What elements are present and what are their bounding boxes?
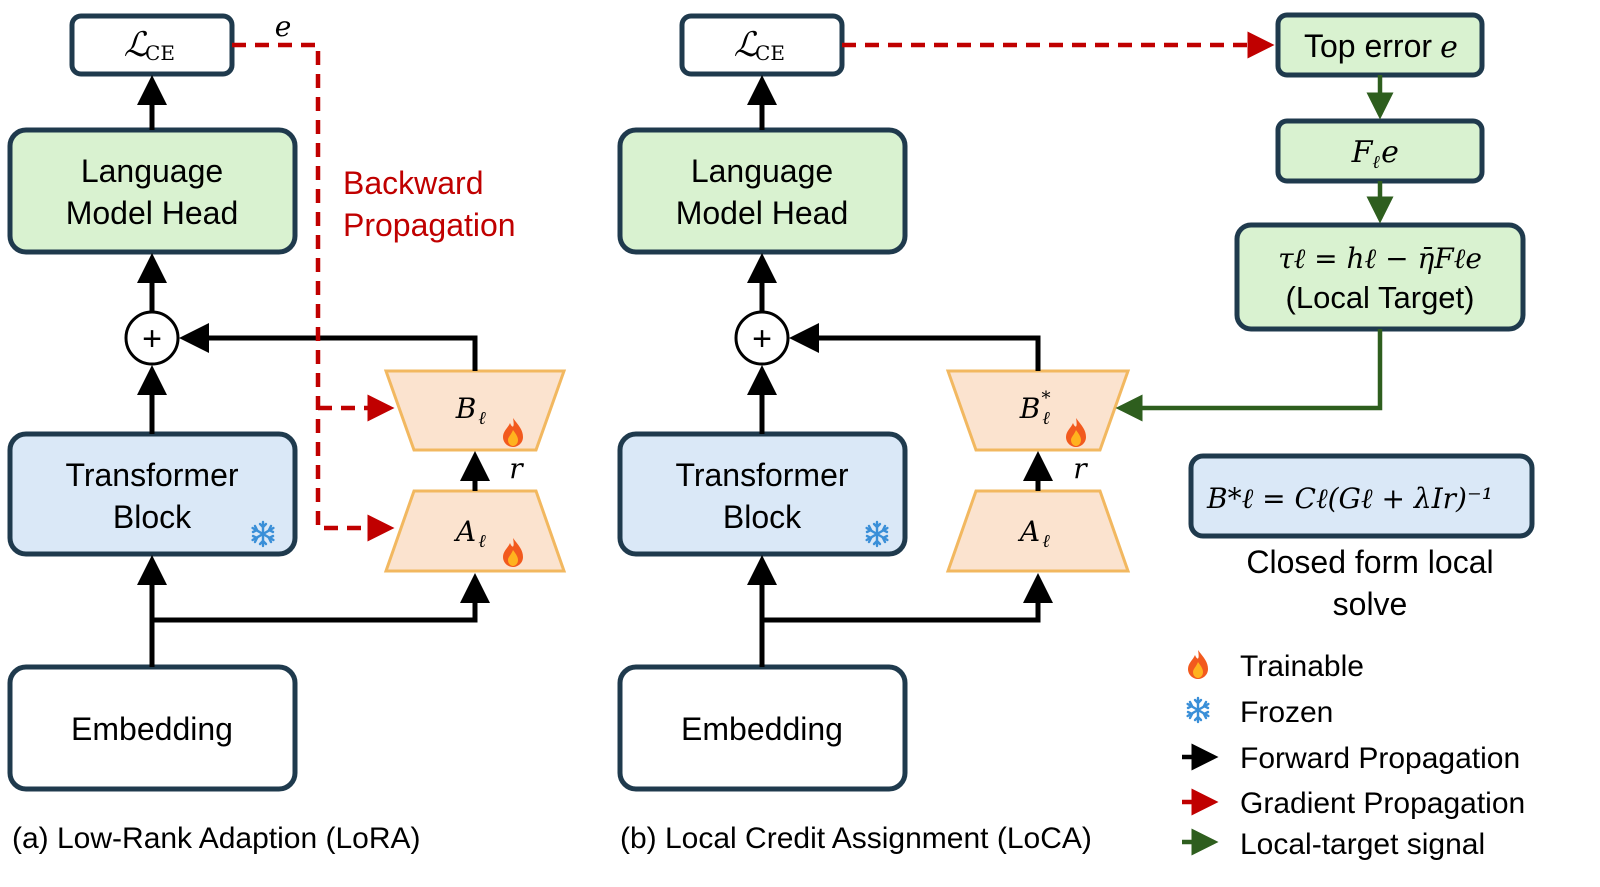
right-forward-arrows bbox=[747, 75, 1053, 667]
local-target-label: (Local Target) bbox=[1286, 280, 1475, 315]
right-lm-head-line2: Model Head bbox=[676, 195, 849, 231]
top-error-box: Top error e bbox=[1275, 12, 1485, 78]
legend-gradient-label: Gradient Propagation bbox=[1240, 787, 1525, 820]
top-error-label: Top error bbox=[1304, 28, 1432, 64]
left-gradient-arrows bbox=[232, 42, 395, 542]
right-transformer-line2: Block bbox=[723, 499, 802, 535]
right-b-label: B bbox=[1019, 392, 1041, 425]
left-forward-arrows bbox=[137, 75, 490, 667]
closed-form-box: B*ℓ = Cℓ(Gℓ + λIr)⁻¹ bbox=[1188, 453, 1535, 539]
left-b-matrix: B ℓ bbox=[383, 369, 567, 452]
feedback-subscript: ℓ bbox=[1372, 152, 1380, 173]
top-error-e: e bbox=[1440, 30, 1458, 65]
right-a-label: A bbox=[1017, 515, 1040, 548]
left-loss-symbol: ℒ bbox=[124, 25, 150, 65]
left-embedding-label: Embedding bbox=[71, 711, 233, 747]
left-loss-subscript: CE bbox=[145, 41, 175, 65]
legend-snowflake-icon bbox=[1186, 696, 1210, 724]
right-rank-label: r bbox=[1073, 452, 1088, 485]
right-embedding-box: Embedding bbox=[617, 664, 908, 792]
left-transformer-line1: Transformer bbox=[65, 457, 238, 493]
left-error-label: e bbox=[275, 10, 292, 43]
feedback-e: e bbox=[1381, 135, 1399, 170]
right-a-matrix: A ℓ bbox=[945, 489, 1131, 573]
legend-frozen-label: Frozen bbox=[1240, 696, 1333, 729]
lora-panel: ℒ CE e Language Model Head + Transformer… bbox=[7, 10, 567, 855]
left-lm-head-line2: Model Head bbox=[66, 195, 239, 231]
feedback-f: F bbox=[1351, 135, 1374, 170]
local-target-equation: τℓ = hℓ − η̄Fℓe bbox=[1278, 242, 1482, 275]
right-loss-subscript: CE bbox=[755, 41, 785, 65]
left-a-subscript: ℓ bbox=[478, 531, 486, 552]
left-a-label: A bbox=[453, 515, 476, 548]
right-transformer-line1: Transformer bbox=[675, 457, 848, 493]
right-caption: (b) Local Credit Assignment (LoCA) bbox=[620, 822, 1092, 855]
right-loss-symbol: ℒ bbox=[734, 25, 760, 65]
left-caption: (a) Low-Rank Adaption (LoRA) bbox=[12, 822, 421, 855]
left-lm-head-box: Language Model Head bbox=[7, 127, 298, 255]
left-add-node: + bbox=[124, 310, 180, 366]
closed-form-caption-line1: Closed form local bbox=[1246, 544, 1493, 580]
right-add-node: + bbox=[734, 310, 790, 366]
left-b-label: B bbox=[455, 392, 477, 425]
feedback-box: F ℓ e bbox=[1275, 118, 1485, 184]
local-target-box: τℓ = hℓ − η̄Fℓe (Local Target) bbox=[1234, 222, 1526, 332]
right-b-matrix: B * ℓ bbox=[945, 369, 1131, 452]
closed-form-formula: B*ℓ = Cℓ(Gℓ + λIr)⁻¹ bbox=[1206, 482, 1493, 515]
backward-label-line2: Propagation bbox=[343, 207, 516, 243]
right-lm-head-line1: Language bbox=[691, 153, 833, 189]
legend-trainable-label: Trainable bbox=[1240, 650, 1364, 683]
left-a-matrix: A ℓ bbox=[383, 489, 567, 573]
right-lm-head-box: Language Model Head bbox=[617, 127, 908, 255]
legend-flame-icon bbox=[1188, 650, 1208, 679]
left-embedding-box: Embedding bbox=[7, 664, 298, 792]
right-loss-box: ℒ CE bbox=[679, 13, 845, 77]
left-b-subscript: ℓ bbox=[478, 408, 486, 429]
left-plus-symbol: + bbox=[142, 320, 162, 358]
legend-local-target-label: Local-target signal bbox=[1240, 828, 1485, 861]
left-transformer-line2: Block bbox=[113, 499, 192, 535]
left-lm-head-line1: Language bbox=[81, 153, 223, 189]
local-target-arrows bbox=[1115, 75, 1394, 422]
loca-panel: ℒ CE Language Model Head + Transformer B… bbox=[617, 12, 1535, 855]
left-loss-box: ℒ CE bbox=[69, 13, 235, 77]
backward-label-line1: Backward bbox=[343, 165, 484, 201]
closed-form-caption-line2: solve bbox=[1333, 586, 1408, 622]
right-transformer-box: Transformer Block bbox=[617, 431, 908, 557]
right-plus-symbol: + bbox=[752, 320, 772, 358]
left-transformer-box: Transformer Block bbox=[7, 431, 298, 557]
right-b-star: * bbox=[1042, 388, 1051, 409]
left-rank-label: r bbox=[509, 452, 524, 485]
right-b-subscript: ℓ bbox=[1042, 408, 1050, 429]
right-a-subscript: ℓ bbox=[1042, 531, 1050, 552]
legend: Trainable Frozen Forward Propagation Gra… bbox=[1182, 650, 1525, 861]
legend-forward-label: Forward Propagation bbox=[1240, 742, 1520, 775]
right-embedding-label: Embedding bbox=[681, 711, 843, 747]
